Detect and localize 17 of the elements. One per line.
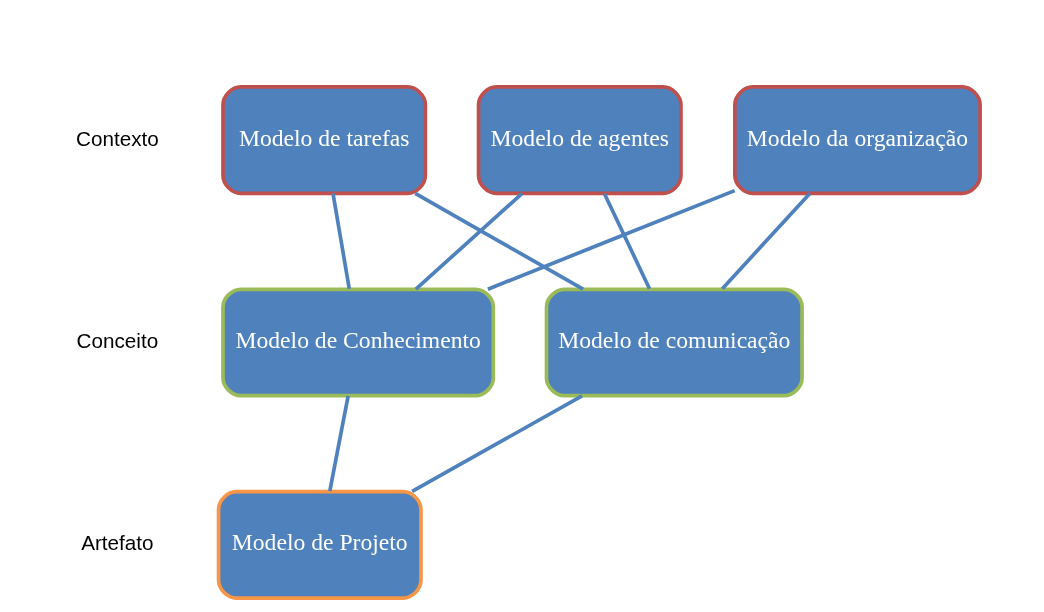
connector (410, 394, 583, 494)
node-box: Modelo de Conhecimento (220, 287, 495, 398)
node-box: Modelo de tarefas (220, 85, 427, 196)
label: Conceito (76, 328, 158, 352)
node-box: Modelo da organização (732, 85, 982, 196)
node-box: Modelo de comunicação (544, 287, 804, 398)
connector (720, 192, 811, 290)
node-box: Modelo de Projeto (216, 489, 423, 600)
connector (602, 192, 651, 290)
node-box: Modelo de agentes (476, 85, 683, 196)
connector (413, 191, 584, 291)
label: Contexto (75, 126, 159, 150)
label: Artefato (80, 531, 154, 555)
connector (330, 193, 351, 289)
connector (414, 192, 523, 291)
connector (327, 395, 350, 492)
connector (486, 188, 735, 291)
